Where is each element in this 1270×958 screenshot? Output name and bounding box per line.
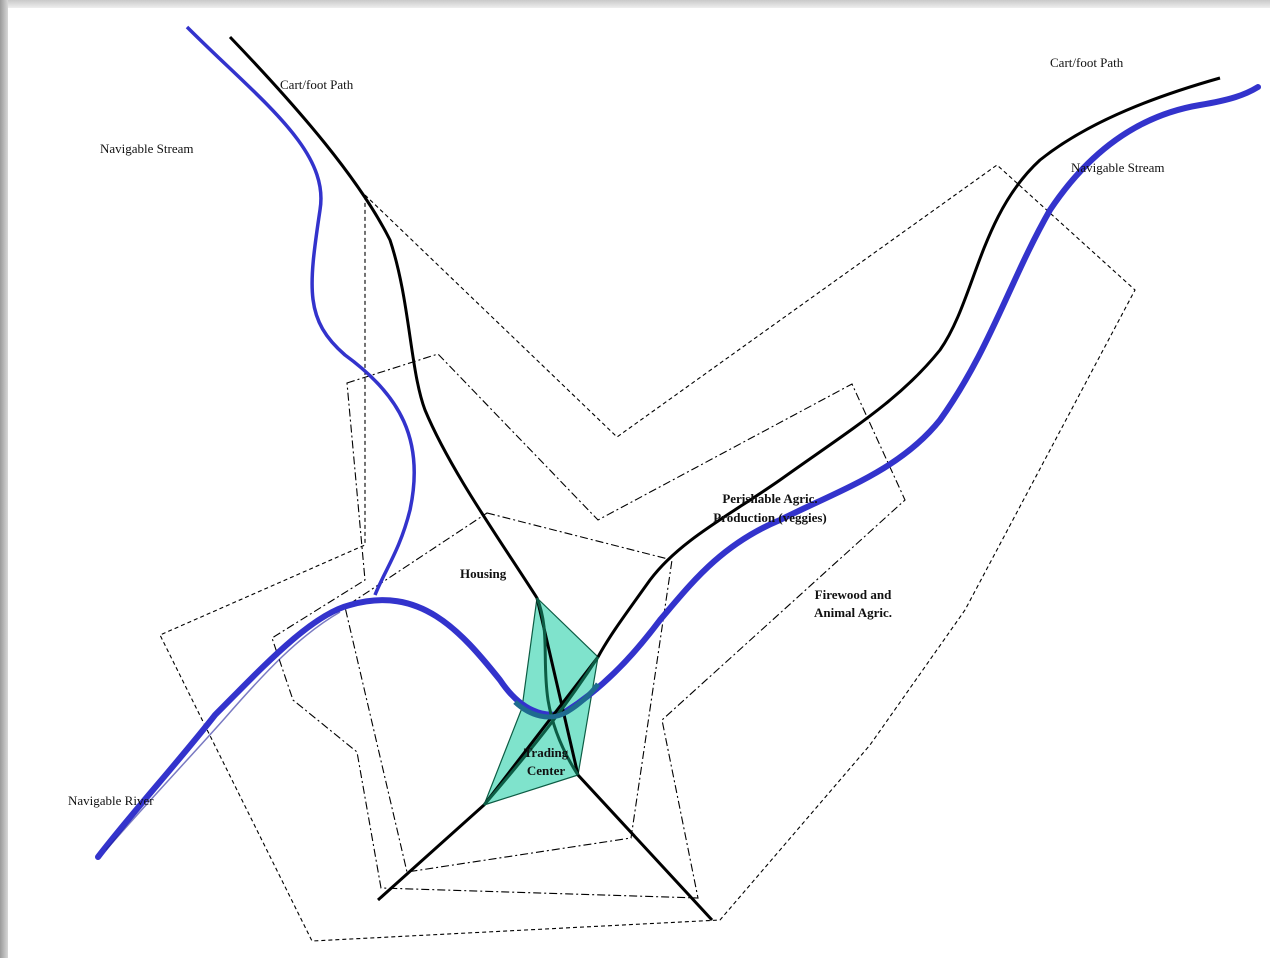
path-through-trading-center-b (482, 656, 600, 806)
cart-path-left (228, 35, 714, 922)
navigable-stream-left (185, 25, 416, 596)
zone-outer-dashed (159, 164, 1136, 942)
label-firewood-line2: Animal Agric. (814, 605, 892, 620)
label-perishable-line2: Production (veggies) (713, 510, 827, 525)
path-through-trading-center-a (535, 597, 580, 776)
zone-inner-dashdot (344, 512, 673, 873)
label-cart-path-left: Cart/foot Path (280, 77, 354, 92)
label-housing: Housing (460, 566, 507, 581)
left-border (0, 0, 8, 958)
label-cart-path-right: Cart/foot Path (1050, 55, 1124, 70)
label-stream-left: Navigable Stream (100, 141, 194, 156)
river-through-trading-center (513, 682, 601, 720)
label-trading-line1: Trading (524, 745, 569, 760)
label-trading-line2: Center (527, 763, 565, 778)
label-firewood-line1: Firewood and (815, 587, 892, 602)
cart-path-right (376, 76, 1221, 902)
zone-middle-dashdot (271, 353, 906, 899)
label-stream-right: Navigable Stream (1071, 160, 1165, 175)
trading-center-area (482, 596, 599, 806)
river-shadow-stroke (105, 611, 341, 851)
navigable-river (95, 84, 1261, 860)
label-perishable-line1: Perishable Agric. (722, 491, 817, 506)
label-river: Navigable River (68, 793, 154, 808)
top-border (0, 0, 1270, 8)
